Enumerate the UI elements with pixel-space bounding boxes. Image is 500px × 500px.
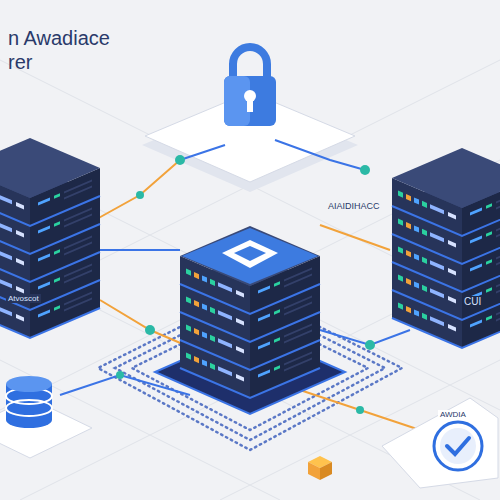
server-label: Atvoscot	[6, 294, 41, 303]
badge-label: AWDIA	[438, 410, 468, 419]
server-label: CUI	[462, 296, 483, 307]
diagram-title: n Awadiace rer	[8, 26, 130, 74]
server-label: AIAIDIHACC	[326, 200, 382, 212]
